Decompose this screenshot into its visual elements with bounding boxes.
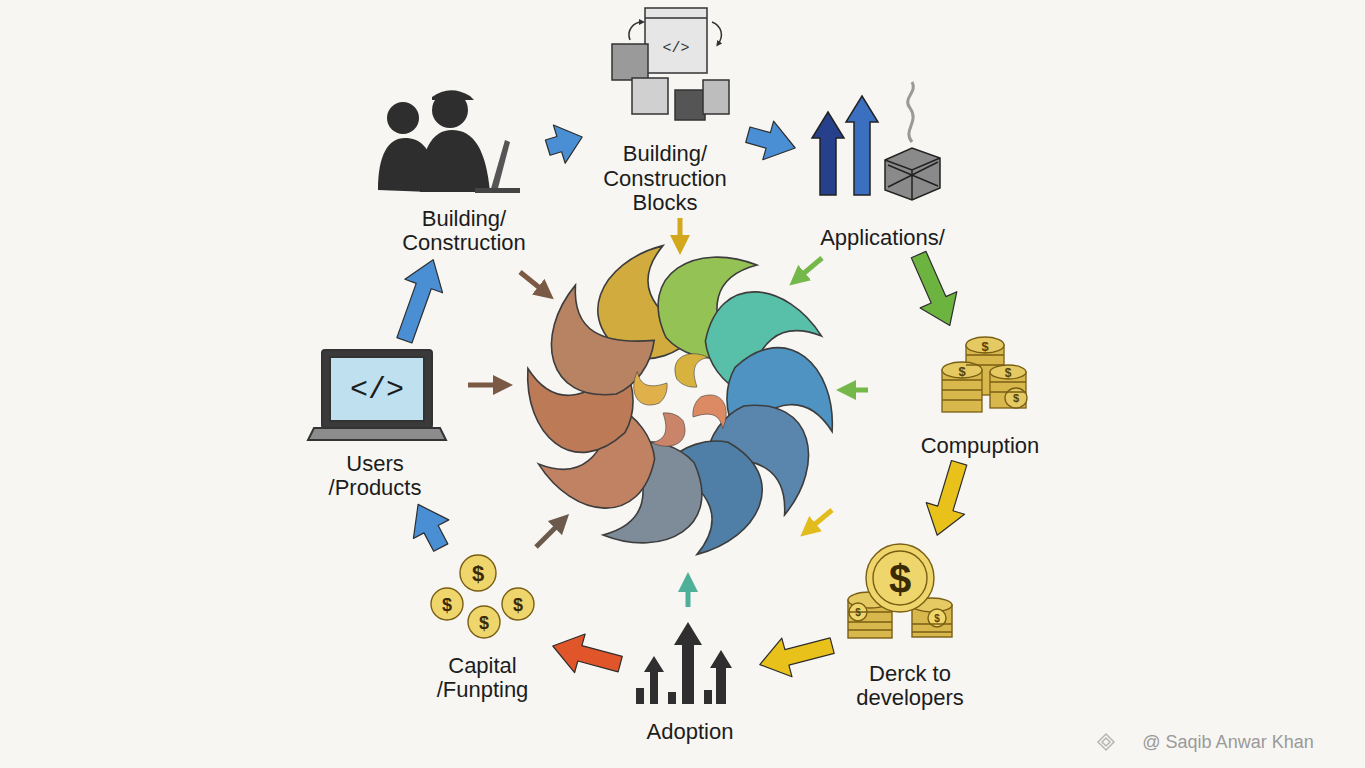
flow-arrow — [746, 121, 796, 160]
dollar-sign: $ — [1013, 393, 1019, 404]
dollar-sign: $ — [479, 614, 489, 632]
adoption-icon — [636, 622, 732, 704]
step-label: Building/ Construction — [385, 207, 543, 255]
laptop-icon — [308, 350, 446, 440]
dollar-sign: $ — [889, 559, 911, 599]
step-label: Compuption — [921, 434, 1040, 458]
flow-arrow — [545, 125, 582, 163]
dollar-sign: $ — [513, 596, 523, 614]
step-label: Capital /Funpting — [417, 654, 548, 702]
cycle-step: Building/ Construction Blocks — [587, 8, 743, 215]
step-label: Users /Products — [307, 452, 443, 500]
coin-stacks — [942, 337, 1027, 412]
watermark-glyph — [1098, 734, 1114, 750]
step-label: Adoption — [647, 720, 734, 744]
watermark: @ Saqib Anwar Khan — [1142, 733, 1313, 751]
code-symbol: </> — [350, 375, 404, 405]
cycle-step: Compuption — [895, 330, 1065, 458]
flow-arrow — [760, 638, 834, 677]
step-label: Applications/ — [820, 226, 945, 250]
dollar-sign: $ — [855, 608, 861, 618]
dollar-sign: $ — [934, 614, 940, 624]
dollar-sign: $ — [958, 365, 965, 378]
dollar-sign: $ — [981, 340, 988, 353]
code-symbol: </> — [662, 41, 689, 56]
step-label: Building/ Construction Blocks — [587, 142, 743, 215]
blocks-icon — [612, 8, 729, 120]
dollar-sign: $ — [1005, 367, 1012, 379]
flow-arrow — [413, 504, 448, 551]
coins — [431, 555, 534, 638]
dollar-sign: $ — [442, 596, 452, 614]
cycle-step: Users /Products — [307, 345, 443, 500]
flow-arrow — [926, 461, 967, 536]
people-icon — [378, 90, 520, 193]
flow-arrow — [397, 260, 443, 343]
flow-arrow — [553, 634, 623, 673]
applications-icon — [812, 82, 940, 200]
cycle-step: Applications/ — [800, 95, 965, 250]
big-coin — [848, 544, 952, 638]
central-swirl — [517, 232, 842, 568]
step-label: Derck to developers — [837, 662, 983, 710]
flow-arrow — [911, 251, 957, 325]
cycle-step: Adoption — [625, 622, 755, 744]
inward-arrows — [468, 218, 868, 607]
dollar-sign: $ — [472, 563, 484, 585]
cycle-step: Building/ Construction — [385, 92, 543, 255]
